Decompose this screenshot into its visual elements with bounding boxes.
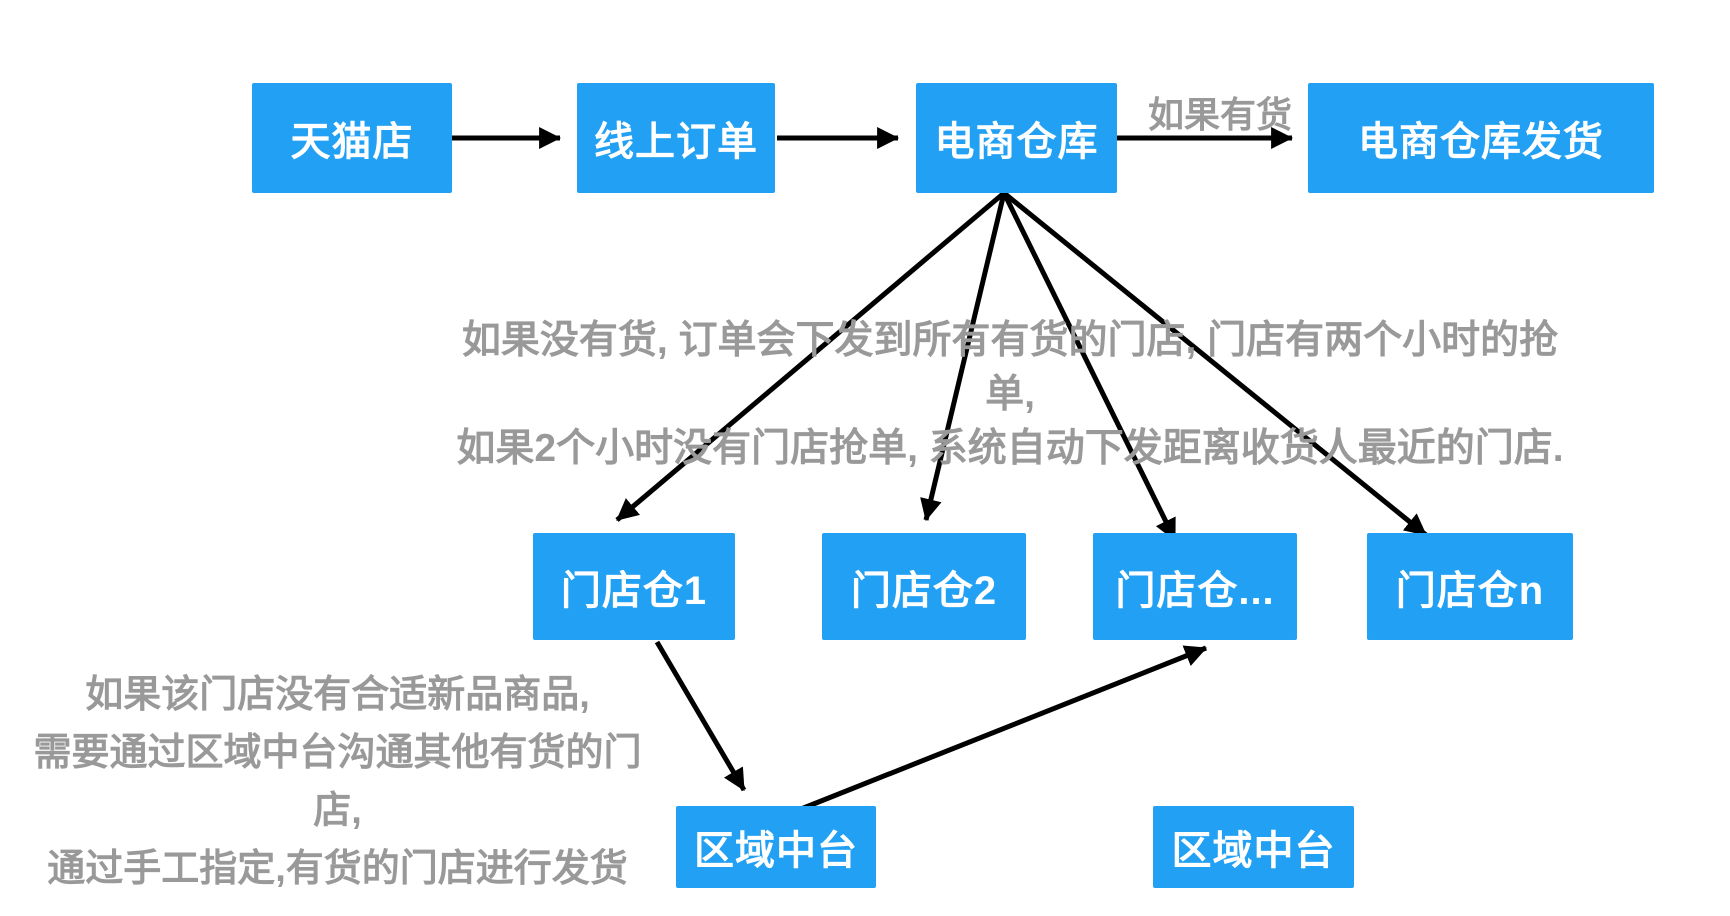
node-regional-mid-platform-right: 区域中台 [1153,806,1354,888]
node-ecom-warehouse-ship: 电商仓库发货 [1308,83,1654,193]
annotation-manual-assign-line1: 如果该门店没有合适新品商品, [85,674,590,716]
node-ecom-warehouse: 电商仓库 [916,83,1117,193]
arrow-regional-mid-to-store-dots [800,645,1208,812]
node-store-warehouse-1: 门店仓1 [533,533,735,640]
node-store-warehouse-n: 门店仓n [1367,533,1573,640]
node-store-warehouse-2: 门店仓2 [822,533,1026,640]
annotation-no-stock: 如果没有货, 订单会下发到所有有货的门店, 门店有两个小时的抢单, 如果2个小时… [440,314,1580,476]
annotation-no-stock-line2: 如果2个小时没有门店抢单, 系统自动下发距离收货人最近的门店. [456,427,1564,470]
arrow-store1-to-regional-mid [654,640,747,792]
annotation-no-stock-line1: 如果没有货, 订单会下发到所有有货的门店, 门店有两个小时的抢单, [461,319,1559,416]
node-store-warehouse-dots: 门店仓... [1093,533,1297,640]
node-tmall-store: 天猫店 [252,83,452,193]
edge-label-if-in-stock: 如果有货 [1147,94,1292,135]
annotation-manual-assign: 如果该门店没有合适新品商品, 需要通过区域中台沟通其他有货的门店, 通过手工指定… [10,666,665,898]
annotation-manual-assign-line3: 通过手工指定,有货的门店进行发货 [47,848,628,890]
annotation-manual-assign-line2: 需要通过区域中台沟通其他有货的门店, [33,732,642,832]
node-regional-mid-platform-left: 区域中台 [676,806,876,888]
node-online-order: 线上订单 [577,83,775,193]
